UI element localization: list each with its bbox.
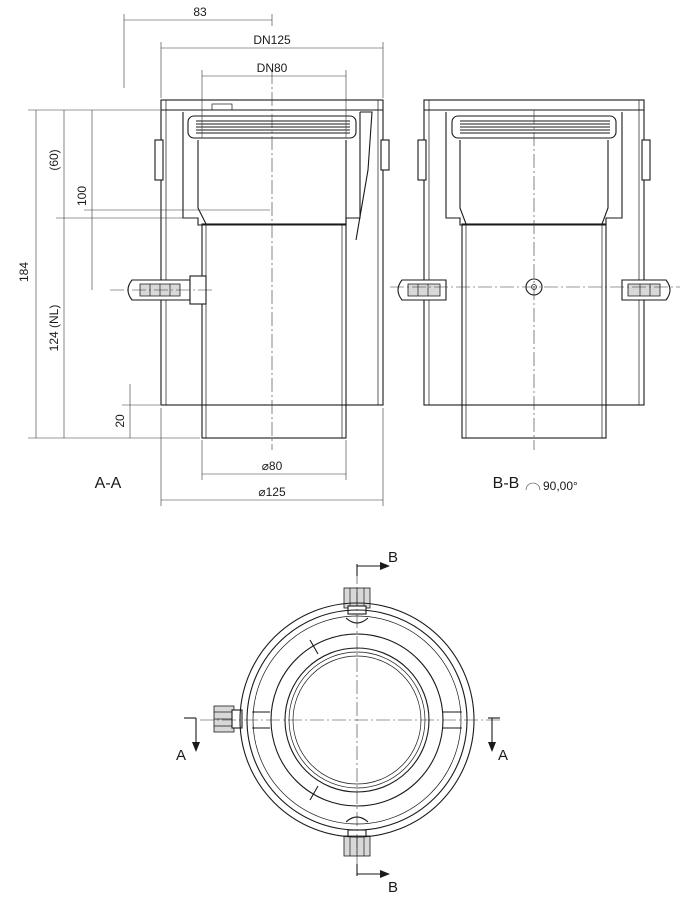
dim-100-label: 100 (75, 186, 89, 206)
gasket-seal (196, 120, 350, 134)
section-aa-label: A-A (95, 475, 122, 492)
left-bolt (213, 705, 243, 733)
section-bb-angle: 90,00° (543, 479, 578, 493)
dim-60-label: (60) (47, 149, 61, 170)
dim-184-label: 184 (17, 262, 31, 282)
rotation-arc-icon (525, 482, 541, 491)
locking-bolt-right-bb (621, 279, 671, 301)
marker-a-left: A (176, 747, 186, 764)
dim-dia80-label: ⌀80 (262, 459, 283, 473)
dim-124-label: 124 (NL) (47, 305, 61, 352)
marker-a-right: A (498, 747, 508, 764)
section-aa-view (110, 70, 390, 450)
dim-83-label: 83 (193, 5, 207, 19)
inner-pipe (201, 223, 347, 439)
plan-view (200, 570, 500, 870)
dim-20-label: 20 (113, 414, 127, 428)
dim-dn125-label: DN125 (253, 33, 291, 47)
marker-b-top: B (388, 549, 398, 566)
dim-dn80-label: DN80 (257, 61, 288, 75)
marker-b-bottom: B (388, 879, 398, 896)
gasket-seal-bb (460, 120, 610, 134)
section-bb-label: B-B (493, 475, 520, 492)
locking-bolt-left-bb (397, 279, 447, 301)
section-bb-view (390, 99, 680, 450)
dimensions-aa: 83 DN125 DN80 184 (60) 124 (NL) 100 20 (17, 5, 384, 506)
dim-dia125-label: ⌀125 (258, 485, 286, 499)
section-markers: A A B B (176, 549, 508, 896)
